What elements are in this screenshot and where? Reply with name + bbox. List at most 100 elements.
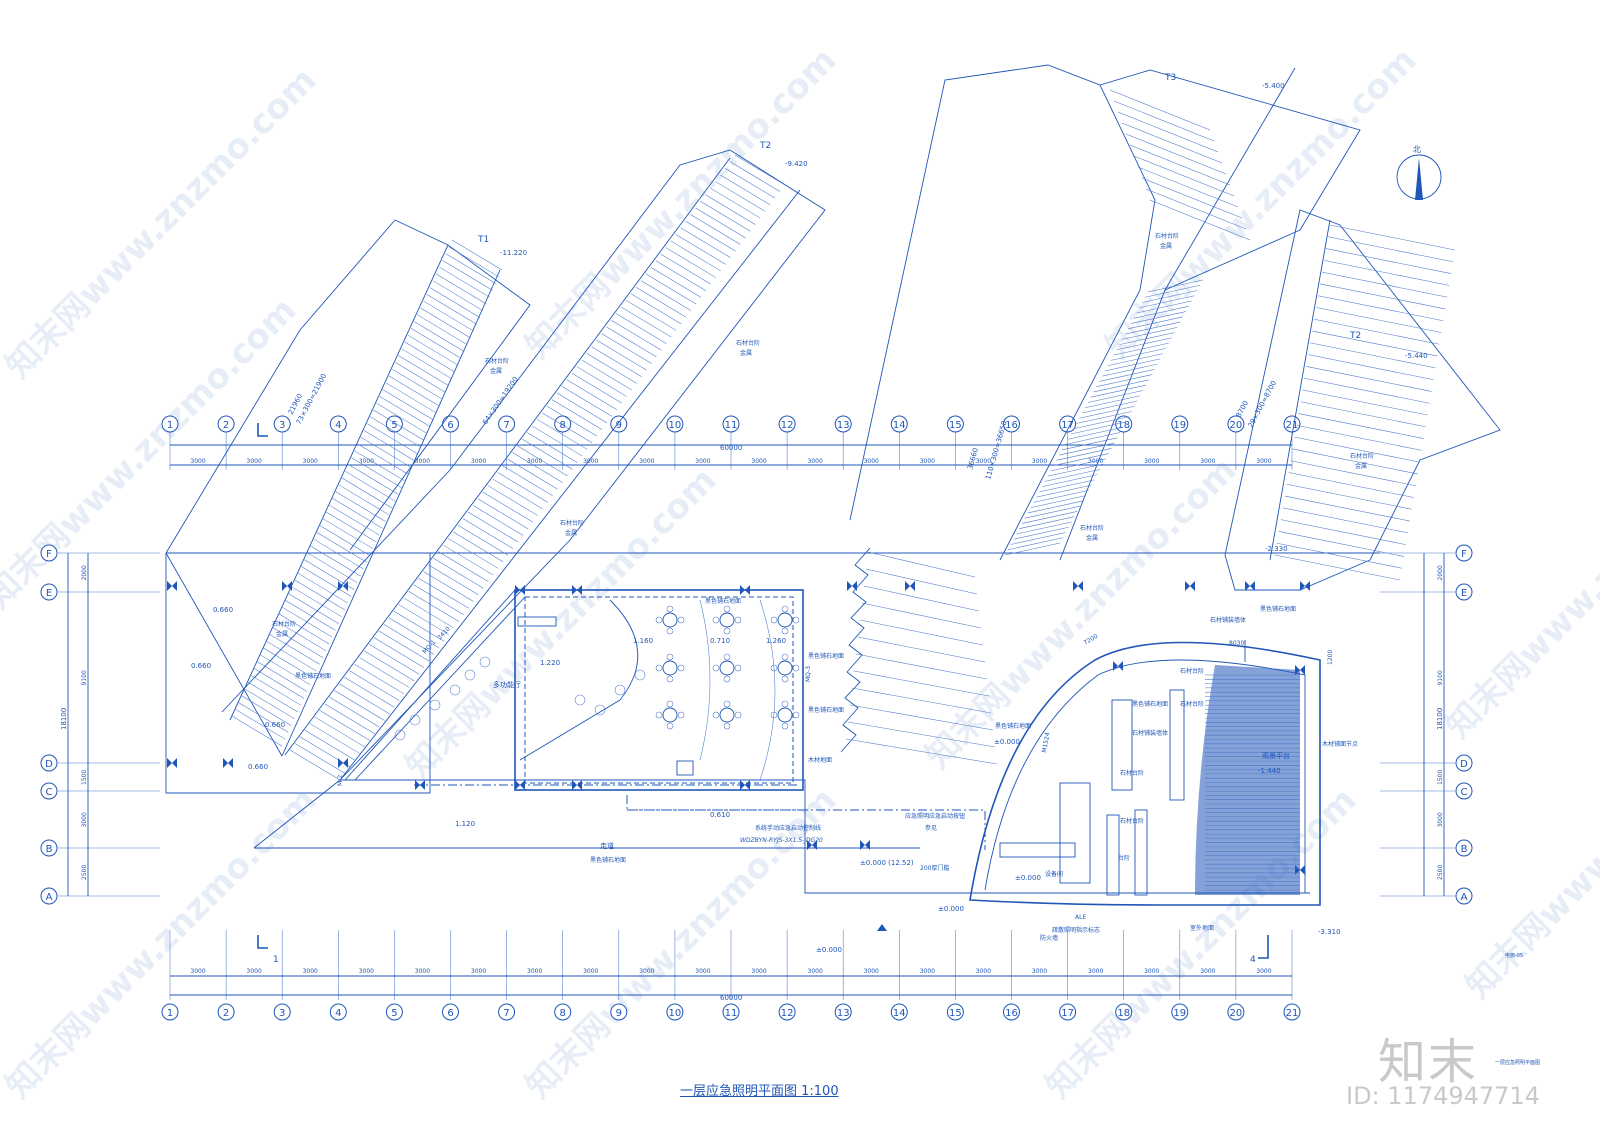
axis-label-bottom: 6 bbox=[447, 1008, 453, 1019]
tread-line bbox=[1065, 432, 1121, 445]
tread-line bbox=[1320, 283, 1446, 310]
tread-line bbox=[507, 458, 558, 490]
chair bbox=[712, 711, 720, 719]
entrance-marker bbox=[877, 924, 887, 931]
total-dim-top: 60000 bbox=[720, 444, 742, 452]
row-label-left: C bbox=[46, 787, 53, 798]
tread-line bbox=[1047, 463, 1103, 477]
tread-line bbox=[378, 630, 430, 662]
tread-line bbox=[1087, 390, 1143, 403]
span-dim-bottom: 3000 bbox=[415, 968, 430, 975]
tread-line bbox=[1286, 484, 1412, 510]
floor-finish-hall: 黑色铺石地面 bbox=[705, 597, 741, 605]
ramp-t2-right-treads bbox=[1274, 224, 1456, 581]
elev: -3.310 bbox=[1318, 928, 1341, 936]
tread-line bbox=[631, 293, 682, 325]
tread-line bbox=[367, 423, 418, 454]
total-dim-bottom: 60000 bbox=[720, 994, 742, 1002]
emergency-light bbox=[577, 780, 582, 790]
tread-line bbox=[423, 571, 474, 602]
chair bbox=[792, 664, 800, 672]
tread-line bbox=[247, 681, 298, 713]
chair bbox=[781, 627, 789, 635]
axis-label-top: 10 bbox=[669, 420, 682, 431]
tread-line bbox=[1004, 542, 1061, 556]
span-dim-top: 3000 bbox=[639, 458, 654, 465]
tread-line bbox=[655, 260, 707, 292]
tread-line bbox=[238, 702, 289, 733]
span-dim-bottom: 3000 bbox=[751, 968, 766, 975]
section-1-label: 1 bbox=[273, 955, 279, 965]
chair bbox=[614, 684, 626, 696]
stair-steps-middle bbox=[840, 547, 998, 765]
span-dim-bottom: 3000 bbox=[864, 968, 879, 975]
chair bbox=[770, 711, 778, 719]
emergency-light bbox=[1305, 581, 1310, 591]
tread-line bbox=[492, 478, 543, 510]
chair bbox=[594, 704, 606, 716]
axis-bubble-bottom bbox=[554, 1003, 572, 1021]
axis-bubble-bottom bbox=[385, 1003, 403, 1021]
axis-bubble-bottom bbox=[1227, 1003, 1245, 1021]
tread-line bbox=[349, 670, 400, 701]
ramp-t2-label3: 石材台阶 bbox=[272, 620, 296, 628]
emergency-light bbox=[1078, 581, 1083, 591]
emergency-light bbox=[740, 780, 745, 790]
stone-step-r3: 石材台阶 bbox=[1120, 769, 1144, 777]
tread-line bbox=[527, 432, 578, 463]
tread-line bbox=[1300, 401, 1426, 428]
ramp-t2r-rail: 金属 bbox=[1355, 462, 1367, 470]
tread-line bbox=[1312, 330, 1438, 357]
tread-line bbox=[1308, 354, 1434, 380]
tread-line bbox=[581, 359, 632, 391]
tread-line bbox=[675, 234, 726, 265]
evac-sign: 疏散照明指示标志 bbox=[1052, 926, 1100, 934]
elev: -2.330 bbox=[1265, 545, 1288, 553]
wood-deck: 木材地面 bbox=[808, 756, 832, 764]
ramp-t3-treads bbox=[1004, 89, 1251, 556]
tread-line bbox=[244, 688, 295, 720]
tread-line bbox=[660, 253, 711, 285]
emergency-light bbox=[228, 758, 233, 768]
ramp-t3-dim2: 110×300=36650 bbox=[984, 420, 1008, 481]
image-id: ID: 1174947714 bbox=[1346, 1082, 1540, 1110]
ap-box: ALE bbox=[1075, 914, 1086, 921]
tread-line bbox=[442, 260, 493, 291]
axis-label-bottom: 13 bbox=[837, 1008, 850, 1019]
chair bbox=[723, 722, 731, 730]
stair-tread bbox=[863, 585, 980, 612]
axis-label-top: 1 bbox=[167, 420, 173, 431]
tread-line bbox=[1122, 327, 1178, 340]
tread-line bbox=[645, 273, 697, 305]
axis-label-top: 2 bbox=[223, 420, 229, 431]
row-label-left: A bbox=[46, 892, 53, 903]
emergency-light bbox=[910, 581, 915, 591]
tread-line bbox=[393, 610, 444, 642]
elev: 0.660 bbox=[191, 662, 211, 670]
span-dim-bottom: 3000 bbox=[359, 968, 374, 975]
axis-label-top: 15 bbox=[949, 420, 962, 431]
watermark: 知末网www.znzmo.com bbox=[918, 450, 1244, 776]
emergency-light bbox=[1300, 865, 1305, 875]
span-dim-bottom: 3000 bbox=[639, 968, 654, 975]
tread-line bbox=[272, 627, 323, 658]
tread-line bbox=[710, 187, 761, 219]
span-dim-bottom: 3000 bbox=[1200, 968, 1215, 975]
axis-label-bottom: 2 bbox=[223, 1008, 229, 1019]
span-dim-bottom: 3000 bbox=[1032, 968, 1047, 975]
chair bbox=[677, 616, 685, 624]
tread-line bbox=[1019, 516, 1075, 529]
chair bbox=[734, 664, 742, 672]
emergency-light bbox=[852, 581, 857, 591]
dim-1200: 1200 bbox=[1327, 650, 1334, 665]
tread-line bbox=[512, 452, 563, 483]
row-total-right: 18100 bbox=[1436, 708, 1444, 730]
emergency-light bbox=[1185, 581, 1190, 591]
emergency-light bbox=[1250, 581, 1255, 591]
chair bbox=[677, 711, 685, 719]
tread-line bbox=[690, 214, 741, 245]
tread-line bbox=[477, 498, 529, 530]
tread-line bbox=[307, 552, 358, 584]
axis-bubble-bottom bbox=[442, 1003, 459, 1021]
tread-line bbox=[537, 419, 588, 450]
